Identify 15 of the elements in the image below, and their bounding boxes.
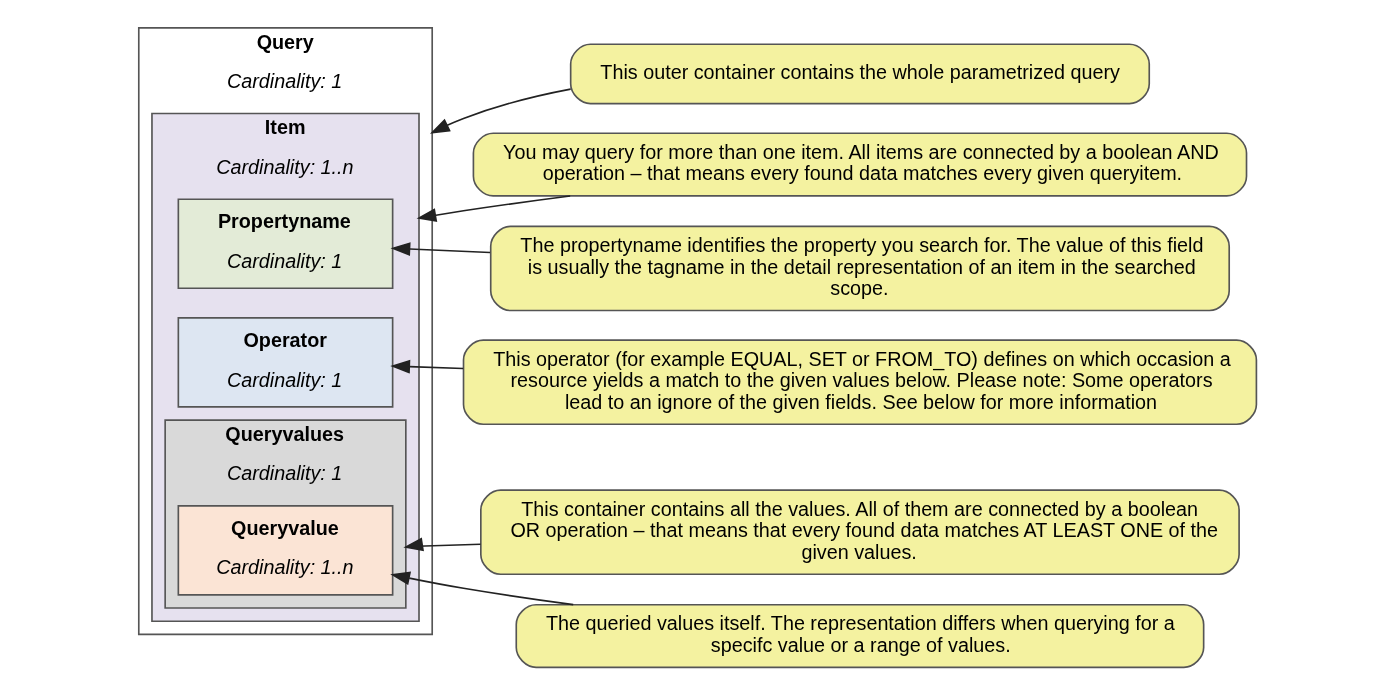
- node-box: Operator Cardinality: 1: [177, 317, 393, 408]
- node-box: This container contains all the values. All of them are connected by a boolean OR operation – that means that every found data matches AT LEAST ONE of the given values.: [479, 489, 1240, 576]
- node-box: Propertyname Cardinality: 1: [177, 198, 393, 290]
- node-box: The queried values itself. The representation differs when querying for a specifc value or a range of values.: [514, 603, 1204, 669]
- node-box: Queryvalue Cardinality: 1..n: [177, 505, 393, 596]
- arrow: [390, 242, 491, 256]
- node-box: The propertyname identifies the property you search for. The value of this field is usually the tagname in the detail representation of an item in the searched scope.: [489, 225, 1230, 312]
- node-box: You may query for more than one item. All items are connected by a boolean AND operation – that means every found data matches every given queryitem.: [472, 132, 1247, 197]
- node-box: This outer container contains the whole parametrized query: [569, 43, 1150, 105]
- arrow: [416, 195, 571, 222]
- arrow: [389, 359, 464, 374]
- arrow: [429, 88, 571, 134]
- arrow: [389, 571, 574, 606]
- arrow: [402, 537, 481, 552]
- node-box: This operator (for example EQUAL, SET or FROM_TO) defines on which occasion a resource yields a match to the given values below. Please note: Some operators lead to an ignore of the given fields. See below for more information: [462, 339, 1257, 426]
